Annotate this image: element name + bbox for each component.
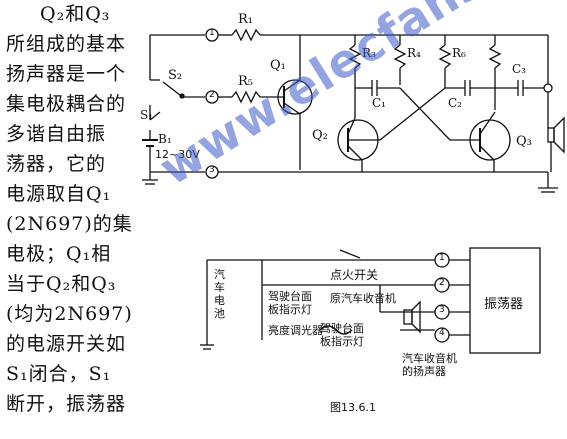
ignition-switch <box>339 249 361 259</box>
figure-caption: 图13.6.1 <box>330 401 376 414</box>
oscillator-label: 振荡器 <box>484 297 524 312</box>
paragraph-line: 当于Q₂和Q₃ <box>6 273 117 295</box>
label-term-1: 1 <box>209 28 215 38</box>
label-r1: R₁ <box>238 12 253 27</box>
label-r3: R₃ <box>362 46 376 60</box>
switch-s1 <box>149 111 161 121</box>
paragraph-line: S₁闭合，S₁ <box>6 363 112 385</box>
paragraph-text: Q₂和Q₃ 所组成的基本 扬声器是一个 集电极耦合的 多谐自由振 荡器，它的 电… <box>0 0 150 439</box>
panel-lamp <box>319 325 353 335</box>
oscillator-box <box>469 247 541 354</box>
paragraph-line: 多谐自由振 <box>6 123 107 145</box>
paragraph-line: (均为2N697) <box>6 303 133 325</box>
paragraph-line: 所组成的基本 <box>6 33 127 55</box>
paragraph-line: 集电极耦合的 <box>6 93 127 115</box>
label-voltage: 12~30V <box>155 148 200 161</box>
paragraph-line: 扬声器是一个 <box>6 63 127 85</box>
switch-s2 <box>162 81 181 96</box>
resistor-r3 <box>348 44 362 69</box>
radio-speaker-label: 汽车收音机的扬声器 <box>402 352 457 378</box>
resistor-r1 <box>231 28 261 42</box>
label-r4: R₄ <box>407 46 421 60</box>
ignition-label: 点火开关 <box>330 268 379 282</box>
radio-label: 原汽车收音机 <box>330 292 396 305</box>
paragraph-line: 电极；Q₁相 <box>6 243 112 265</box>
speaker-icon <box>547 127 555 143</box>
paragraph-line: (2N697)的集 <box>6 213 133 235</box>
label-b1: B₁ <box>158 132 172 146</box>
output-terminal <box>543 83 553 93</box>
label-q2: Q₂ <box>312 128 328 143</box>
resistor-r6 <box>438 44 452 69</box>
resistor-r5 <box>231 90 261 104</box>
label-q1: Q₁ <box>270 58 286 73</box>
label-s1: S₁ <box>140 108 154 122</box>
paragraph-line: 电源取自Q₁ <box>6 183 112 205</box>
panel-lamp-label: 驾驶台面板指示灯 <box>320 322 364 348</box>
label-r5: R₅ <box>238 74 253 89</box>
label-term-2: 2 <box>209 90 215 100</box>
label-c1: C₁ <box>372 96 386 110</box>
label-c2: C₂ <box>448 96 462 110</box>
wiring-term-4: 4 <box>439 328 445 338</box>
battery-label: 汽车电池 <box>214 268 225 320</box>
label-r6: R₆ <box>452 46 466 60</box>
resistor-r4 <box>393 44 407 69</box>
wiring-term-1: 1 <box>439 253 445 263</box>
label-c3: C₃ <box>512 62 526 76</box>
paragraph-line: Q₂和Q₃ <box>40 3 111 25</box>
paragraph-line: 的电源开关如 <box>6 333 127 355</box>
label-term-3: 3 <box>209 165 215 175</box>
wiring-term-2: 2 <box>439 278 445 288</box>
dimmer-label: 亮度调光器 <box>268 324 323 337</box>
transistor-q1 <box>277 79 313 115</box>
resistor-r7 <box>488 44 502 69</box>
paragraph-line: 荡器，它的 <box>6 153 107 175</box>
label-s2: S₂ <box>168 68 183 83</box>
paragraph-line: 断开，振荡器 <box>6 393 127 415</box>
wiring-term-3: 3 <box>439 305 445 315</box>
dashboard-lamp-label: 驾驶台面板指示灯 <box>268 290 312 316</box>
label-q3: Q₃ <box>516 134 532 149</box>
